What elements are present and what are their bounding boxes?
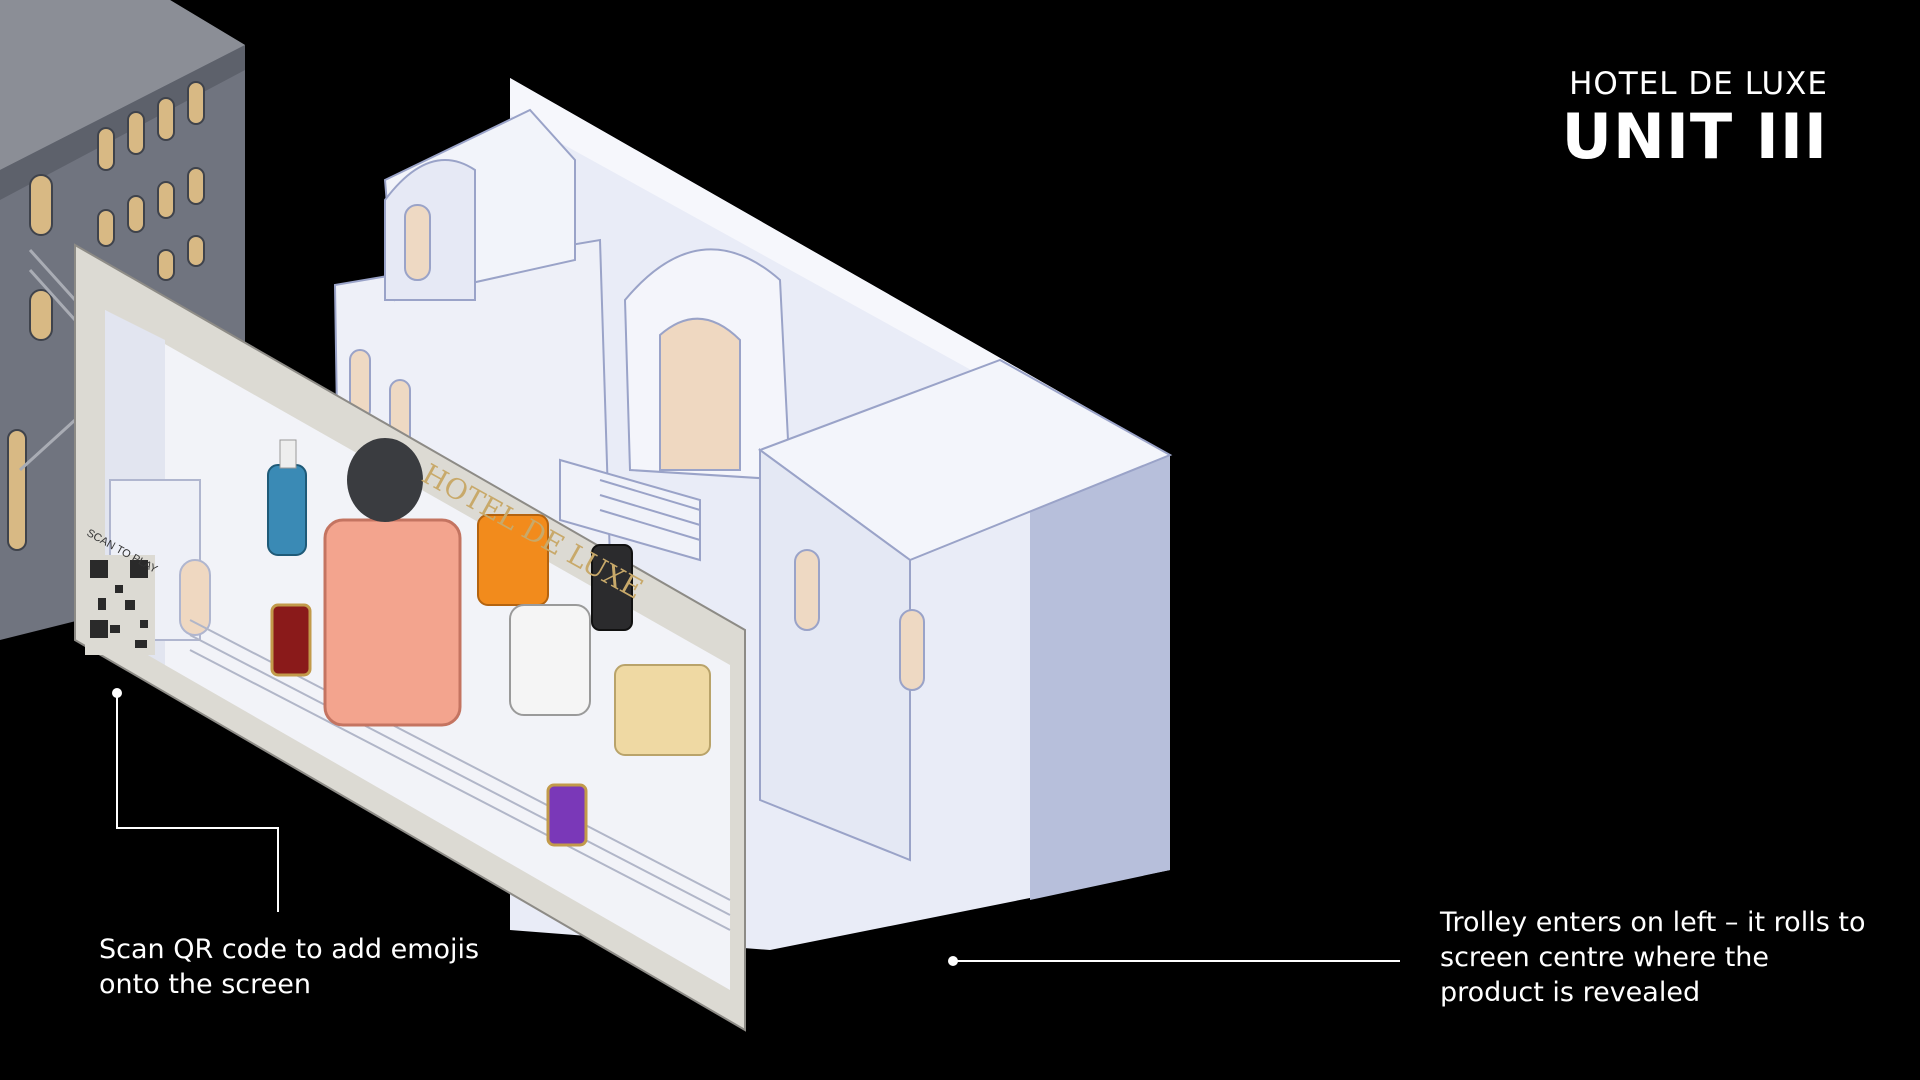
annotation-trolley: Trolley enters on left – it rolls to scr… — [1440, 907, 1866, 1008]
products — [267, 438, 711, 847]
brand-subtitle: HOTEL DE LUXE — [1569, 66, 1828, 102]
annotation-qr: Scan QR code to add emojis onto the scre… — [99, 934, 480, 1000]
brand-block: HOTEL DE LUXE UNIT III — [1562, 66, 1828, 172]
brand-title: UNIT III — [1561, 100, 1828, 173]
display-screen — [74, 243, 746, 1032]
callout-lines — [112, 688, 1400, 966]
qr-code — [85, 555, 155, 655]
